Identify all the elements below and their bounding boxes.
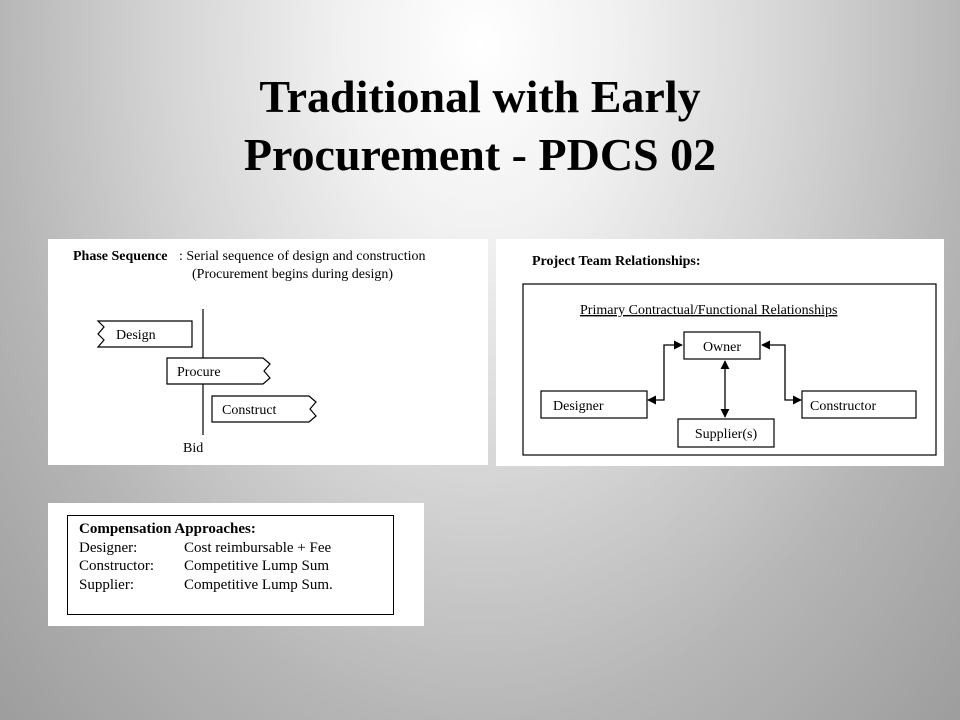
- procure-bar: [166, 357, 271, 385]
- compensation-row: Constructor: Competitive Lump Sum: [79, 557, 393, 576]
- owner-constructor-connector: [761, 340, 802, 405]
- phase-desc-line-1: : Serial sequence of design and construc…: [179, 249, 425, 264]
- compensation-box: Compensation Approaches: Designer: Cost r…: [67, 515, 394, 615]
- design-bar-label: Design: [116, 328, 156, 343]
- bid-label: Bid: [183, 441, 203, 456]
- compensation-approach: Competitive Lump Sum.: [184, 576, 333, 593]
- owner-label: Owner: [703, 340, 741, 355]
- team-relationships-diagram: Project Team Relationships: Primary Cont…: [522, 254, 937, 456]
- compensation-role: Designer:: [79, 539, 138, 556]
- constructor-label: Constructor: [810, 399, 876, 414]
- owner-designer-connector: [647, 340, 683, 405]
- procure-bar-label: Procure: [177, 365, 221, 380]
- construct-bar: [211, 395, 317, 423]
- compensation-panel: Compensation Approaches: Designer: Cost r…: [48, 503, 424, 626]
- compensation-row: Supplier: Competitive Lump Sum.: [79, 576, 393, 595]
- compensation-row: Designer: Cost reimbursable + Fee: [79, 539, 393, 558]
- supplier-box: [677, 418, 775, 448]
- phase-desc-line-2: (Procurement begins during design): [192, 267, 393, 282]
- constructor-box: [801, 390, 917, 419]
- slide-title: Traditional with Early Procurement - PDC…: [0, 68, 960, 184]
- compensation-role: Supplier:: [79, 576, 134, 593]
- compensation-approach: Competitive Lump Sum: [184, 558, 329, 574]
- phase-sequence-diagram: Phase Sequence : Serial sequence of desi…: [73, 249, 425, 456]
- phase-sequence-panel: Phase Sequence : Serial sequence of desi…: [48, 239, 488, 465]
- phase-heading: Phase Sequence: [73, 249, 168, 264]
- supplier-label: Supplier(s): [695, 427, 758, 442]
- team-heading: Project Team Relationships:: [532, 254, 701, 269]
- title-line-1: Traditional with Early: [259, 71, 701, 122]
- compensation-approach: Cost reimbursable + Fee: [184, 539, 332, 556]
- compensation-heading: Compensation Approaches:: [79, 521, 256, 537]
- title-line-2: Procurement - PDCS 02: [243, 129, 717, 180]
- team-relationships-panel: Project Team Relationships: Primary Cont…: [496, 239, 944, 466]
- compensation-role: Constructor:: [79, 558, 154, 574]
- designer-box: [540, 390, 648, 419]
- construct-bar-label: Construct: [222, 403, 277, 418]
- designer-label: Designer: [553, 399, 604, 414]
- relationships-subheading: Primary Contractual/Functional Relations…: [580, 303, 837, 318]
- owner-box: [683, 331, 761, 360]
- design-bar: [96, 320, 193, 348]
